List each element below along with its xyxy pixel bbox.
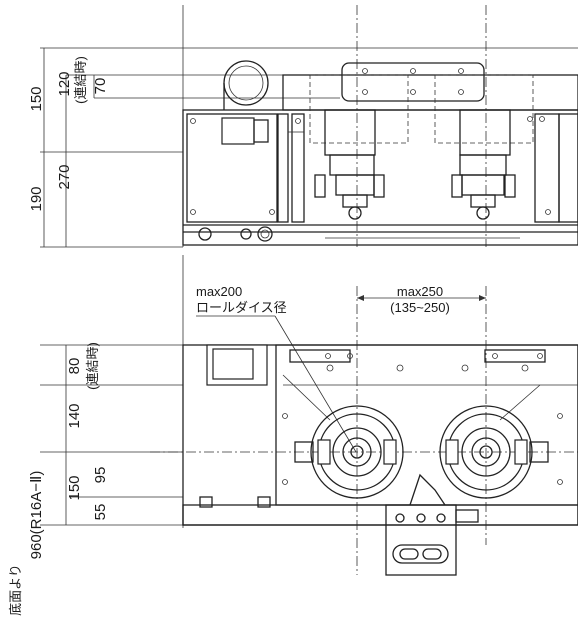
drive-unit-right	[451, 109, 516, 220]
dim-190-top: 190	[28, 186, 45, 211]
dim-150-bottom: 150	[66, 475, 83, 500]
drive-unit-left	[314, 109, 385, 220]
note-linked-top: (連結時)	[73, 56, 88, 104]
dim-55-bottom: 55	[92, 504, 109, 521]
dim-150-top: 150	[28, 86, 45, 111]
dim-120-top: 120	[56, 71, 73, 96]
roll-die-left	[310, 405, 404, 499]
pitch-max-label: max250	[397, 284, 443, 299]
dim-270-top: 270	[56, 164, 73, 189]
roll-die-diameter-label: ロールダイス径	[196, 300, 287, 315]
pitch-range-label: (135~250)	[390, 300, 450, 315]
roll-die-right	[439, 405, 533, 499]
dim-960-bottom: 960(R16A−Ⅱ)	[28, 471, 45, 560]
label-from-floor: 底面より	[8, 564, 23, 616]
dim-95-bottom: 95	[92, 467, 109, 484]
dim-70-top: 70	[92, 78, 109, 95]
roll-die-max-label: max200	[196, 284, 242, 299]
top-view: 150 120 (連結時) 70 190 270	[28, 5, 578, 248]
bottom-view: max200 ロールダイス径 max250 (135~250)	[8, 255, 578, 616]
dim-80-bottom: 80	[66, 358, 83, 375]
dim-140-bottom: 140	[66, 403, 83, 428]
note-linked-bottom: (連結時)	[85, 342, 100, 390]
